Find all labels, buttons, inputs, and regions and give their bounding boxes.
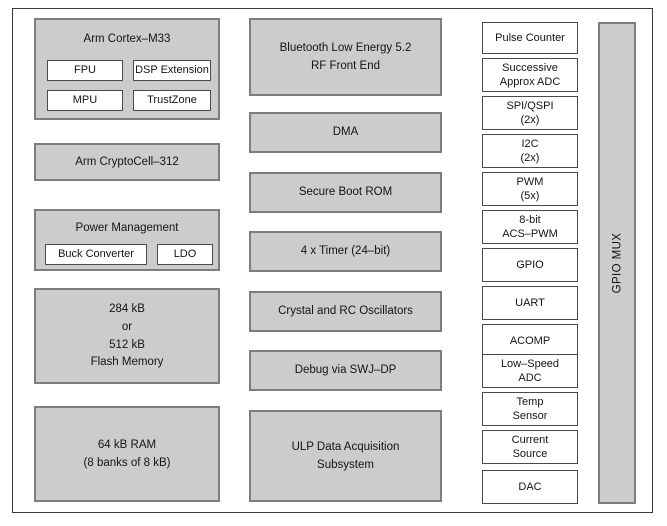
peripheral-temp-sensor-label-1: Temp (516, 395, 544, 408)
ulp-title: ULP Data Acquisition (291, 440, 400, 453)
gpio-mux-label: GPIO MUX (611, 232, 623, 294)
cryptocell-label: Arm CryptoCell–312 (75, 155, 179, 168)
peripheral-uart: UART (482, 286, 578, 320)
unit-mpu-label: MPU (72, 94, 98, 107)
block-arm-cortex-m33: Arm Cortex–M33 FPU DSP Extension MPU Tru… (34, 18, 220, 120)
peripheral-pulse-counter-label: Pulse Counter (495, 31, 565, 44)
peripheral-acs-pwm: 8-bit ACS–PWM (482, 210, 578, 244)
ulp-subtitle: Subsystem (317, 458, 374, 471)
peripheral-successive-approx-adc-label-2: Approx ADC (499, 76, 561, 88)
peripheral-successive-approx-adc: Successive Approx ADC (482, 58, 578, 92)
peripheral-dac: DAC (482, 470, 578, 504)
unit-mpu: MPU (47, 90, 123, 111)
ram-capacity-label: 64 kB RAM (97, 438, 157, 451)
unit-trustzone: TrustZone (133, 90, 211, 111)
peripheral-pwm-count: (5x) (520, 190, 540, 202)
block-debug-swj-dp: Debug via SWJ–DP (249, 350, 442, 391)
unit-ldo-label: LDO (173, 248, 197, 261)
power-management-title: Power Management (75, 222, 179, 234)
peripheral-spi-qspi: SPI/QSPI (2x) (482, 96, 578, 130)
dma-label: DMA (332, 126, 359, 139)
flash-memory-label: Flash Memory (90, 356, 164, 369)
peripheral-pulse-counter: Pulse Counter (482, 22, 578, 54)
debug-swj-dp-label: Debug via SWJ–DP (294, 364, 397, 377)
peripheral-pwm-label: PWM (516, 175, 544, 188)
peripheral-gpio-label: GPIO (516, 258, 544, 271)
unit-ldo: LDO (157, 244, 213, 265)
block-oscillators: Crystal and RC Oscillators (249, 291, 442, 332)
peripheral-i2c-label: I2C (521, 137, 539, 150)
block-ulp-data-acquisition: ULP Data Acquisition Subsystem (249, 410, 442, 502)
ble-subtitle: RF Front End (310, 59, 381, 72)
peripheral-low-speed-adc-label-2: ADC (518, 372, 542, 384)
peripheral-current-source-label-2: Source (512, 448, 548, 460)
flash-capacity-separator: or (121, 320, 133, 333)
cortex-m33-title: Arm Cortex–M33 (83, 33, 171, 45)
peripheral-acomp-label: ACOMP (509, 334, 551, 347)
peripheral-acs-pwm-label-1: 8-bit (519, 213, 541, 226)
block-arm-cryptocell-312: Arm CryptoCell–312 (34, 143, 220, 181)
peripheral-low-speed-adc-label-1: Low–Speed (500, 357, 560, 370)
block-flash-memory: 284 kB or 512 kB Flash Memory (34, 288, 220, 384)
unit-fpu-label: FPU (74, 64, 96, 77)
peripheral-low-speed-adc: Low–Speed ADC (482, 354, 578, 388)
peripheral-i2c: I2C (2x) (482, 134, 578, 168)
timer-label: 4 x Timer (24–bit) (300, 245, 391, 258)
ble-title: Bluetooth Low Energy 5.2 (279, 41, 412, 54)
block-dma: DMA (249, 112, 442, 153)
secure-boot-rom-label: Secure Boot ROM (298, 186, 393, 199)
peripheral-uart-label: UART (515, 296, 545, 309)
peripheral-temp-sensor: Temp Sensor (482, 392, 578, 426)
block-gpio-mux: GPIO MUX (598, 22, 636, 504)
peripheral-spi-qspi-count: (2x) (520, 114, 540, 126)
peripheral-temp-sensor-label-2: Sensor (512, 410, 548, 422)
peripheral-gpio: GPIO (482, 248, 578, 282)
unit-dsp-extension-label: DSP Extension (135, 64, 209, 77)
ram-banks-label: (8 banks of 8 kB) (83, 456, 171, 469)
unit-buck-converter-label: Buck Converter (58, 248, 134, 261)
flash-capacity-primary: 284 kB (109, 303, 145, 316)
block-ram: 64 kB RAM (8 banks of 8 kB) (34, 406, 220, 502)
unit-trustzone-label: TrustZone (147, 94, 197, 107)
peripheral-successive-approx-adc-label-1: Successive (502, 61, 558, 74)
peripheral-current-source-label-1: Current (511, 433, 549, 446)
block-timer: 4 x Timer (24–bit) (249, 231, 442, 272)
peripheral-i2c-count: (2x) (520, 152, 540, 164)
block-secure-boot-rom: Secure Boot ROM (249, 172, 442, 213)
unit-dsp-extension: DSP Extension (133, 60, 211, 81)
peripheral-pwm: PWM (5x) (482, 172, 578, 206)
unit-buck-converter: Buck Converter (45, 244, 147, 265)
block-bluetooth-low-energy: Bluetooth Low Energy 5.2 RF Front End (249, 18, 442, 96)
peripheral-spi-qspi-label: SPI/QSPI (506, 99, 554, 112)
unit-fpu: FPU (47, 60, 123, 81)
peripheral-acs-pwm-label-2: ACS–PWM (502, 228, 558, 240)
peripheral-dac-label: DAC (518, 480, 542, 493)
block-power-management: Power Management Buck Converter LDO (34, 209, 220, 271)
oscillators-label: Crystal and RC Oscillators (278, 305, 413, 318)
peripheral-acomp: ACOMP (482, 324, 578, 358)
peripheral-current-source: Current Source (482, 430, 578, 464)
flash-capacity-alternate: 512 kB (109, 338, 145, 351)
